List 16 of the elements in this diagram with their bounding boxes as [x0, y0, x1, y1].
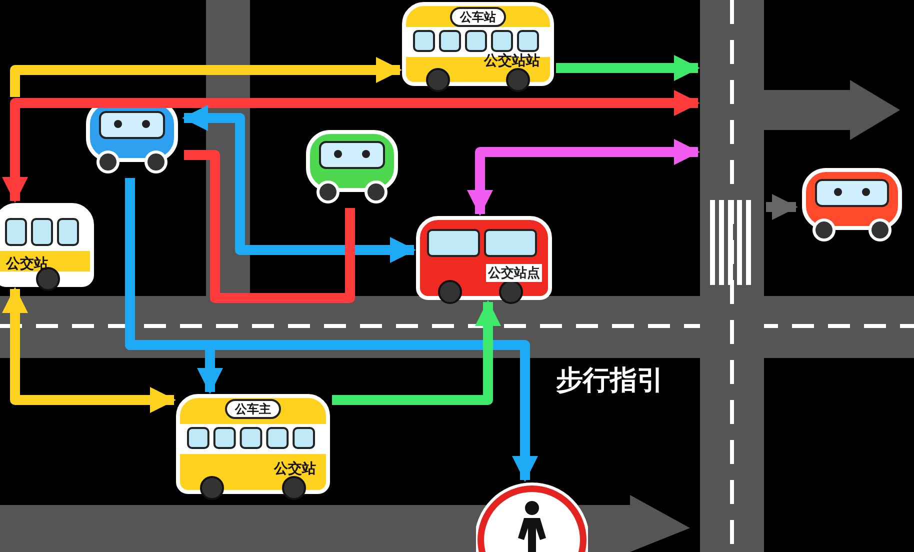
road [700, 0, 764, 552]
bus-destination-text: 公交站点 [486, 264, 542, 282]
caption-text: 步行指引 [556, 364, 664, 398]
arrow [766, 194, 798, 220]
arrow [2, 287, 176, 413]
arrow [467, 139, 700, 216]
arrow [332, 300, 501, 405]
bus-sign: 公车站 [450, 7, 506, 27]
arrow [556, 55, 700, 81]
bus-sign: 公车主 [225, 399, 281, 419]
bus-destination-text: 公交站站 [484, 52, 540, 70]
bus-destination-text: 公交站 [274, 460, 316, 478]
pedestrian-sign-drawing [476, 482, 588, 552]
arrow [182, 105, 416, 263]
arrow [10, 57, 402, 97]
arrow [2, 90, 700, 203]
